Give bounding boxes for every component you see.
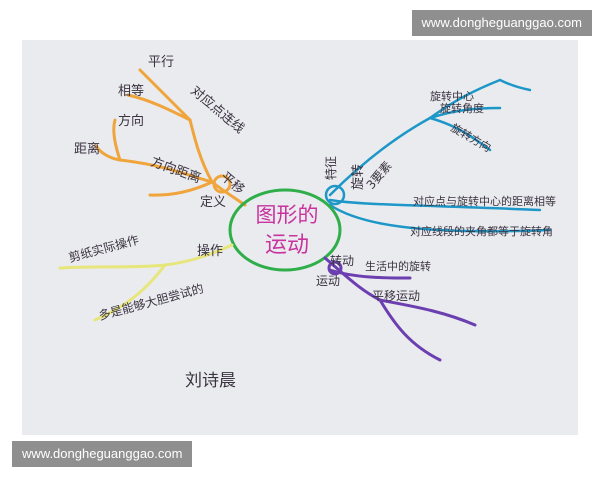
blue-branch <box>324 78 552 233</box>
orange-item-1: 平行 <box>148 55 174 70</box>
paper-shadow <box>0 0 22 480</box>
orange-item-2: 相等 <box>118 83 144 99</box>
purple-branch <box>323 256 477 362</box>
signature: 刘诗晨 <box>185 371 236 391</box>
blue-item-4: 对应点与旋转中心的距离相等 <box>413 194 556 208</box>
yellow-label: 操作 <box>197 243 223 259</box>
purple-item-1: 生活中的旋转 <box>365 259 431 273</box>
center-oval <box>228 188 342 272</box>
blue-item-5: 对应线段的夹角都等于旋转角 <box>410 224 553 238</box>
center-title-top: 图形的 <box>256 203 319 227</box>
blue-item-2: 旋转角度 <box>440 101 484 115</box>
orange-label-def: 定义 <box>200 195 226 210</box>
blue-label-main: 旋转 <box>351 164 366 190</box>
orange-item-4: 距离 <box>74 141 100 157</box>
purple-label-a: 转动 <box>330 253 354 268</box>
purple-label-b: 运动 <box>316 274 340 288</box>
watermark-bottom: www.dongheguanggao.com <box>12 441 193 467</box>
yellow-branch <box>58 243 234 322</box>
purple-item-2: 平移运动 <box>372 289 420 303</box>
blue-label-feature: 特征 <box>323 156 338 180</box>
orange-branch <box>94 68 247 207</box>
watermark-top: www.dongheguanggao.com <box>411 10 592 36</box>
orange-item-3: 方向 <box>118 113 144 129</box>
blue-item-1: 旋转中心 <box>430 89 474 103</box>
paper-sheet <box>22 40 578 435</box>
center-title-bottom: 运动 <box>265 233 309 258</box>
